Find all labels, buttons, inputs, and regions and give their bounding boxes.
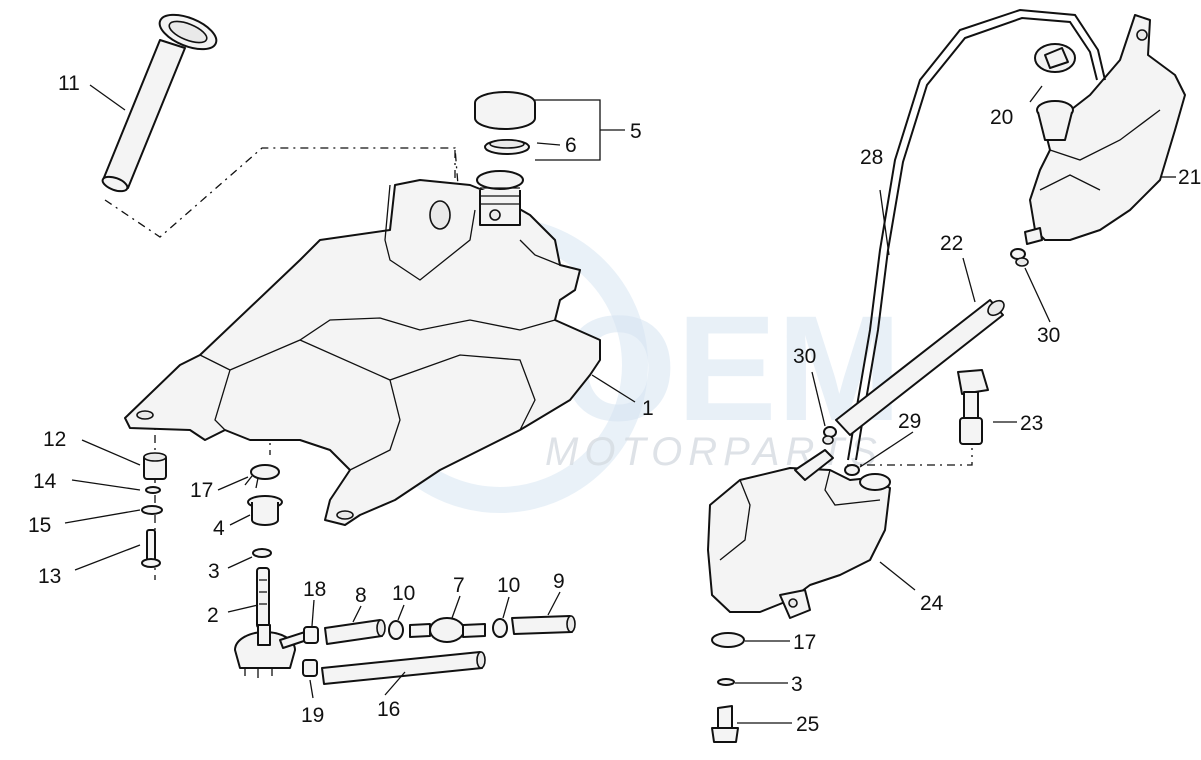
callout-labels: 11 1 6 5 12 14 15 13 17 4 3 2 18 19 8 10… — [28, 72, 1201, 736]
callout-23: 23 — [1020, 412, 1043, 435]
bolt[interactable] — [141, 529, 161, 568]
fuel-hose-end[interactable] — [511, 615, 576, 635]
callout-30-right: 30 — [1037, 324, 1060, 347]
callout-10-left: 10 — [392, 582, 415, 605]
clamp-upper-right[interactable] — [1010, 248, 1029, 267]
fuel-cock-adapter[interactable] — [247, 495, 283, 526]
fuel-cock[interactable] — [234, 567, 308, 678]
callout-15: 15 — [28, 514, 51, 537]
breather-hose[interactable] — [847, 8, 1106, 461]
overflow-hose[interactable] — [835, 298, 1007, 436]
callout-24: 24 — [920, 592, 944, 615]
leader-lines — [64, 84, 1176, 724]
callout-21: 21 — [1178, 166, 1201, 189]
reservoir-filter[interactable] — [1036, 100, 1074, 141]
callout-11: 11 — [58, 72, 80, 95]
vacuum-hose[interactable] — [321, 651, 486, 685]
reservoir-cap[interactable] — [1034, 43, 1076, 73]
clamp-29[interactable] — [844, 464, 860, 476]
callout-3-left: 3 — [208, 560, 220, 583]
callout-30-left: 30 — [793, 345, 816, 368]
callout-6: 6 — [565, 134, 577, 157]
callout-17-right: 17 — [793, 631, 816, 654]
oil-reservoir[interactable] — [1024, 14, 1186, 245]
ring-clip-b[interactable] — [492, 618, 508, 638]
lower-reservoir[interactable] — [707, 449, 891, 619]
drain-fitting[interactable] — [711, 705, 739, 743]
washer-small[interactable] — [145, 486, 161, 494]
callout-18: 18 — [303, 578, 326, 601]
hose-clip-upper[interactable] — [303, 626, 319, 644]
callout-25: 25 — [796, 713, 819, 736]
callout-4: 4 — [213, 517, 225, 540]
callout-17-left: 17 — [190, 479, 213, 502]
callout-5: 5 — [630, 120, 642, 143]
o-ring-left[interactable] — [252, 548, 272, 558]
callout-13: 13 — [38, 565, 61, 588]
callout-8: 8 — [355, 584, 367, 607]
hose-clamp-left[interactable] — [244, 464, 280, 489]
callout-9: 9 — [553, 570, 565, 593]
callout-28: 28 — [860, 146, 883, 169]
fuel-hose-short[interactable] — [324, 619, 386, 645]
callout-29: 29 — [898, 410, 921, 433]
ring-clip-a[interactable] — [388, 620, 404, 640]
clamp-lower-left[interactable] — [822, 426, 837, 445]
callout-20: 20 — [990, 106, 1013, 129]
callout-3-right: 3 — [791, 673, 803, 696]
washer-large[interactable] — [141, 505, 163, 515]
callout-10-right: 10 — [497, 574, 520, 597]
callout-14: 14 — [33, 470, 57, 493]
fuel-filter[interactable] — [409, 617, 486, 643]
hose-clip-lower[interactable] — [302, 659, 318, 677]
o-ring-right[interactable] — [717, 678, 735, 686]
fuel-tank[interactable] — [124, 170, 601, 526]
tank-cap[interactable] — [474, 91, 536, 130]
callout-22: 22 — [940, 232, 963, 255]
callout-1: 1 — [642, 397, 654, 420]
callout-19: 19 — [301, 704, 324, 727]
filler-tube[interactable] — [101, 8, 221, 194]
callout-7: 7 — [453, 574, 465, 597]
cap-gasket[interactable] — [484, 139, 530, 155]
callout-2: 2 — [207, 604, 219, 627]
hose-clamp-right[interactable] — [711, 632, 745, 648]
callout-16: 16 — [377, 698, 400, 721]
level-sensor[interactable] — [957, 369, 989, 445]
callout-12: 12 — [43, 428, 66, 451]
bushing[interactable] — [143, 452, 167, 480]
